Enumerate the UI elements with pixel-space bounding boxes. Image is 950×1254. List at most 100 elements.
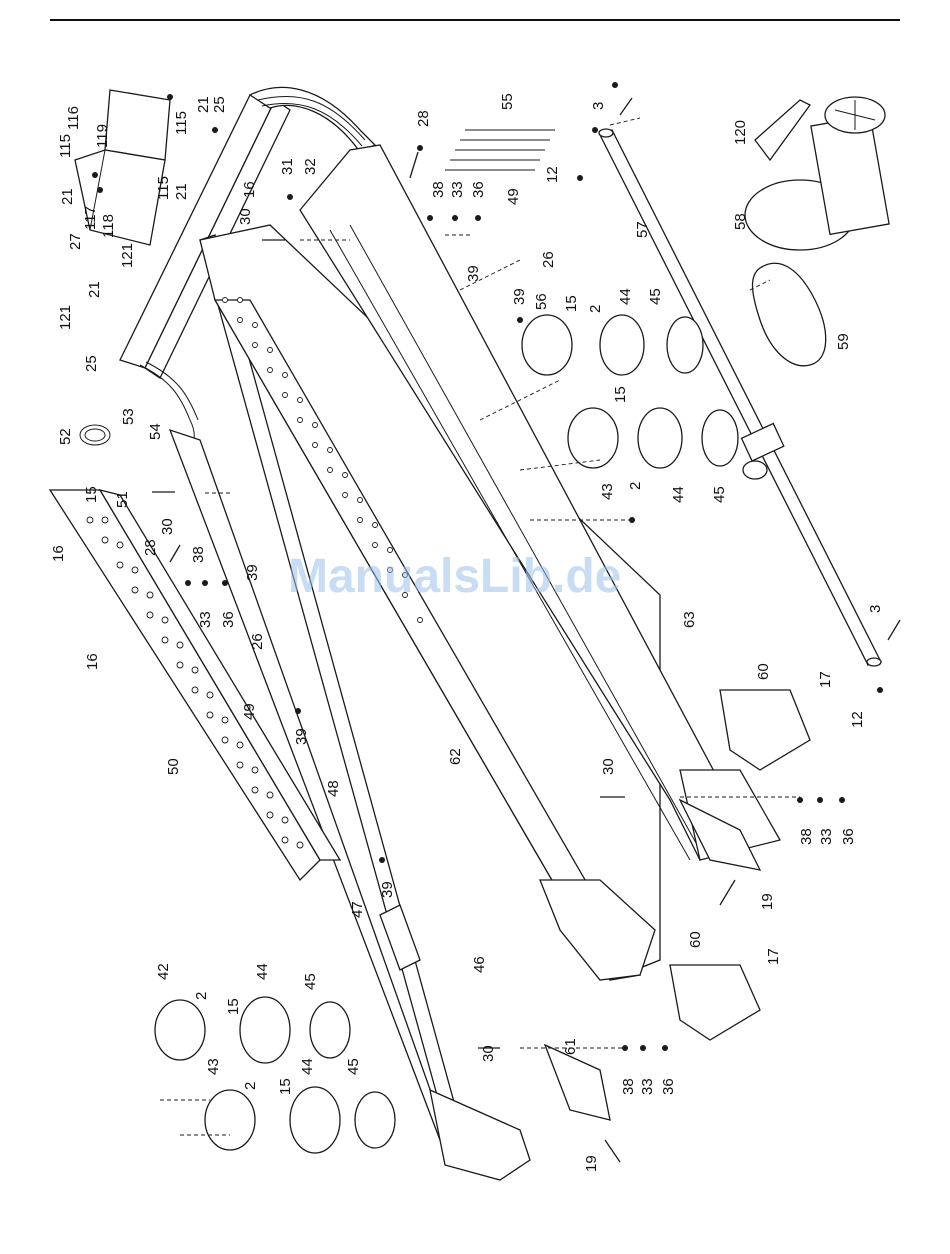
callout: 46 (471, 956, 488, 973)
callout: 27 (67, 233, 84, 250)
callout: 63 (681, 611, 698, 628)
callout: 60 (687, 931, 704, 948)
callout: 12 (544, 166, 561, 183)
callout: 30 (237, 208, 254, 225)
callout: 17 (817, 671, 834, 688)
callout: 49 (505, 188, 522, 205)
callout: 25 (83, 355, 100, 372)
callout: 16 (50, 545, 67, 562)
callout: 117 (82, 206, 99, 230)
callout: 45 (345, 1058, 362, 1075)
callout: 26 (540, 251, 557, 268)
callout: 32 (302, 158, 319, 175)
callout: 39 (465, 265, 482, 282)
callout: 36 (660, 1078, 677, 1095)
callout: 12 (849, 711, 866, 728)
callout: 30 (600, 758, 617, 775)
callout: 38 (430, 181, 447, 198)
motor-belt-59 (751, 262, 827, 367)
deck-62 (199, 224, 661, 981)
motor-58 (744, 96, 890, 251)
callout: 42 (155, 963, 172, 980)
callout: 60 (755, 663, 772, 680)
callout: 15 (225, 998, 242, 1015)
callout: 45 (302, 973, 319, 990)
callout: 59 (835, 333, 852, 350)
step-rail-perforations (86, 516, 304, 849)
callout: 39 (379, 881, 396, 898)
callout: 120 (732, 120, 749, 145)
callout: 48 (325, 780, 342, 797)
callout: 43 (205, 1058, 222, 1075)
callout: 21 (59, 188, 76, 205)
callout: 17 (765, 948, 782, 965)
callout: 121 (57, 305, 74, 330)
callout: 38 (798, 828, 815, 845)
callout: 115 (57, 134, 74, 158)
callout-labels: 115 116 119 21 25 115 21 115 21 117 118 … (50, 93, 884, 1172)
callout: 33 (449, 181, 466, 198)
decal-47 (379, 904, 421, 971)
callout: 39 (244, 564, 261, 581)
callout: 15 (83, 486, 100, 503)
callout: 52 (57, 428, 74, 445)
callout: 36 (470, 181, 487, 198)
callout: 33 (818, 828, 835, 845)
leader-lines (160, 117, 800, 1136)
idler-assembly-upper-right (521, 314, 739, 469)
callout: 2 (627, 482, 644, 490)
callout: 2 (193, 992, 210, 1000)
callout: 25 (211, 96, 228, 113)
callout: 115 (155, 176, 172, 200)
callout: 39 (511, 288, 528, 305)
callout: 3 (867, 605, 884, 613)
callout: 54 (147, 423, 164, 440)
bolts (152, 97, 901, 1163)
callout: 116 (65, 106, 82, 130)
callout: 121 (119, 243, 136, 268)
callout: 19 (759, 893, 776, 910)
callout: 47 (349, 901, 366, 918)
right-side-rail-63 (299, 144, 781, 862)
callout: 62 (447, 748, 464, 765)
tie-straps-55 (445, 129, 555, 171)
callout: 30 (480, 1045, 497, 1062)
leveling-foot-60 (669, 689, 811, 1041)
callout: 21 (173, 183, 190, 200)
frame-ends-61 (543, 798, 762, 1121)
callout: 15 (563, 295, 580, 312)
callout: 15 (612, 386, 629, 403)
callout: 26 (249, 633, 266, 650)
callout: 31 (279, 158, 296, 175)
callout: 38 (620, 1078, 637, 1095)
callout: 58 (732, 213, 749, 230)
step-rail-50 (48, 488, 342, 882)
callout: 118 (100, 214, 117, 238)
callout: 44 (617, 288, 634, 305)
callout: 119 (94, 124, 111, 148)
callout: 3 (590, 102, 607, 110)
callout: 33 (197, 611, 214, 628)
callout: 38 (190, 546, 207, 563)
left-rail-perforations (222, 297, 423, 623)
callout: 45 (647, 288, 664, 305)
callout: 16 (84, 653, 101, 670)
callout: 44 (670, 486, 687, 503)
callout: 2 (242, 1082, 259, 1090)
callout: 50 (165, 758, 182, 775)
callout: 36 (840, 828, 857, 845)
callout: 55 (499, 93, 516, 110)
callout: 19 (583, 1155, 600, 1172)
callout: 2 (587, 305, 604, 313)
callout: 44 (299, 1058, 316, 1075)
callout: 16 (241, 181, 258, 198)
callout: 28 (415, 110, 432, 127)
callout: 33 (639, 1078, 656, 1095)
callout: 21 (195, 96, 212, 113)
fasteners (92, 82, 883, 1051)
callout: 21 (86, 281, 103, 298)
callout: 43 (599, 483, 616, 500)
callout: 39 (293, 728, 310, 745)
wire-coil-52 (79, 424, 111, 446)
